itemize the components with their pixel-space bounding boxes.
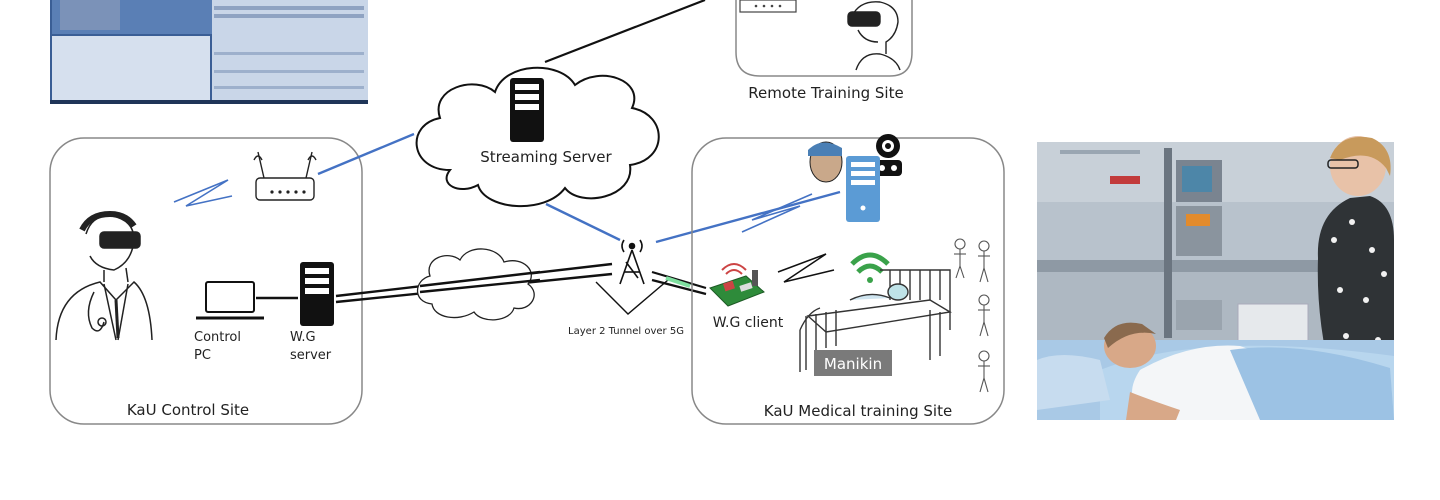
cell-tower-icon xyxy=(619,239,645,285)
internet-link xyxy=(544,0,706,64)
hospital-bed-icon xyxy=(799,269,953,372)
laptop-icon xyxy=(196,281,264,320)
monitor-screenshot xyxy=(50,0,368,104)
medical-wireless-icon xyxy=(741,193,813,233)
tower-medical-link xyxy=(655,190,841,244)
remote-site-box xyxy=(735,0,913,77)
wg-server-label-2: server xyxy=(290,348,332,363)
streaming-server-label: Streaming Server xyxy=(480,148,612,166)
wifi-icon xyxy=(850,252,890,283)
wg-server-icon xyxy=(300,262,334,326)
router-icon xyxy=(739,0,797,13)
control-pc-label-2: PC xyxy=(194,348,211,363)
wireless-signal-icon xyxy=(173,179,233,207)
vr-user-icon xyxy=(847,1,901,71)
streaming-cloud xyxy=(415,66,660,208)
medical-site-box xyxy=(691,137,1005,425)
wg-server-label-1: W.G xyxy=(290,330,316,345)
medical-site-label: KaU Medical training Site xyxy=(764,402,952,420)
nurse-head-icon xyxy=(808,141,843,183)
tunnel-label: Layer 2 Tunnel over 5G xyxy=(568,326,684,337)
control-site-box xyxy=(49,137,363,425)
tunnel-arrows xyxy=(595,279,669,315)
manikin-label: Manikin xyxy=(824,355,882,373)
remote-site-label: Remote Training Site xyxy=(748,84,903,102)
router-cloud-link xyxy=(317,132,415,176)
wg-client-board-icon xyxy=(709,263,765,307)
hospital-photo xyxy=(1037,136,1394,420)
wifi-router-icon xyxy=(253,151,317,201)
internet-cloud xyxy=(416,248,535,321)
client-wireless-icon xyxy=(777,253,835,283)
wg-client-label: W.G client xyxy=(713,315,784,331)
tower-client-link xyxy=(651,270,707,296)
server-icon xyxy=(510,78,544,142)
manikin-label-bg xyxy=(814,350,892,376)
control-pc-label-1: Control xyxy=(194,330,241,345)
medical-server-icon xyxy=(846,156,880,222)
observer-figures xyxy=(954,238,990,393)
camera-360-icon xyxy=(874,134,902,176)
control-site-label: KaU Control Site xyxy=(127,401,249,419)
cloud-tower-link xyxy=(545,202,621,242)
doctor-vr-icon xyxy=(55,210,153,341)
